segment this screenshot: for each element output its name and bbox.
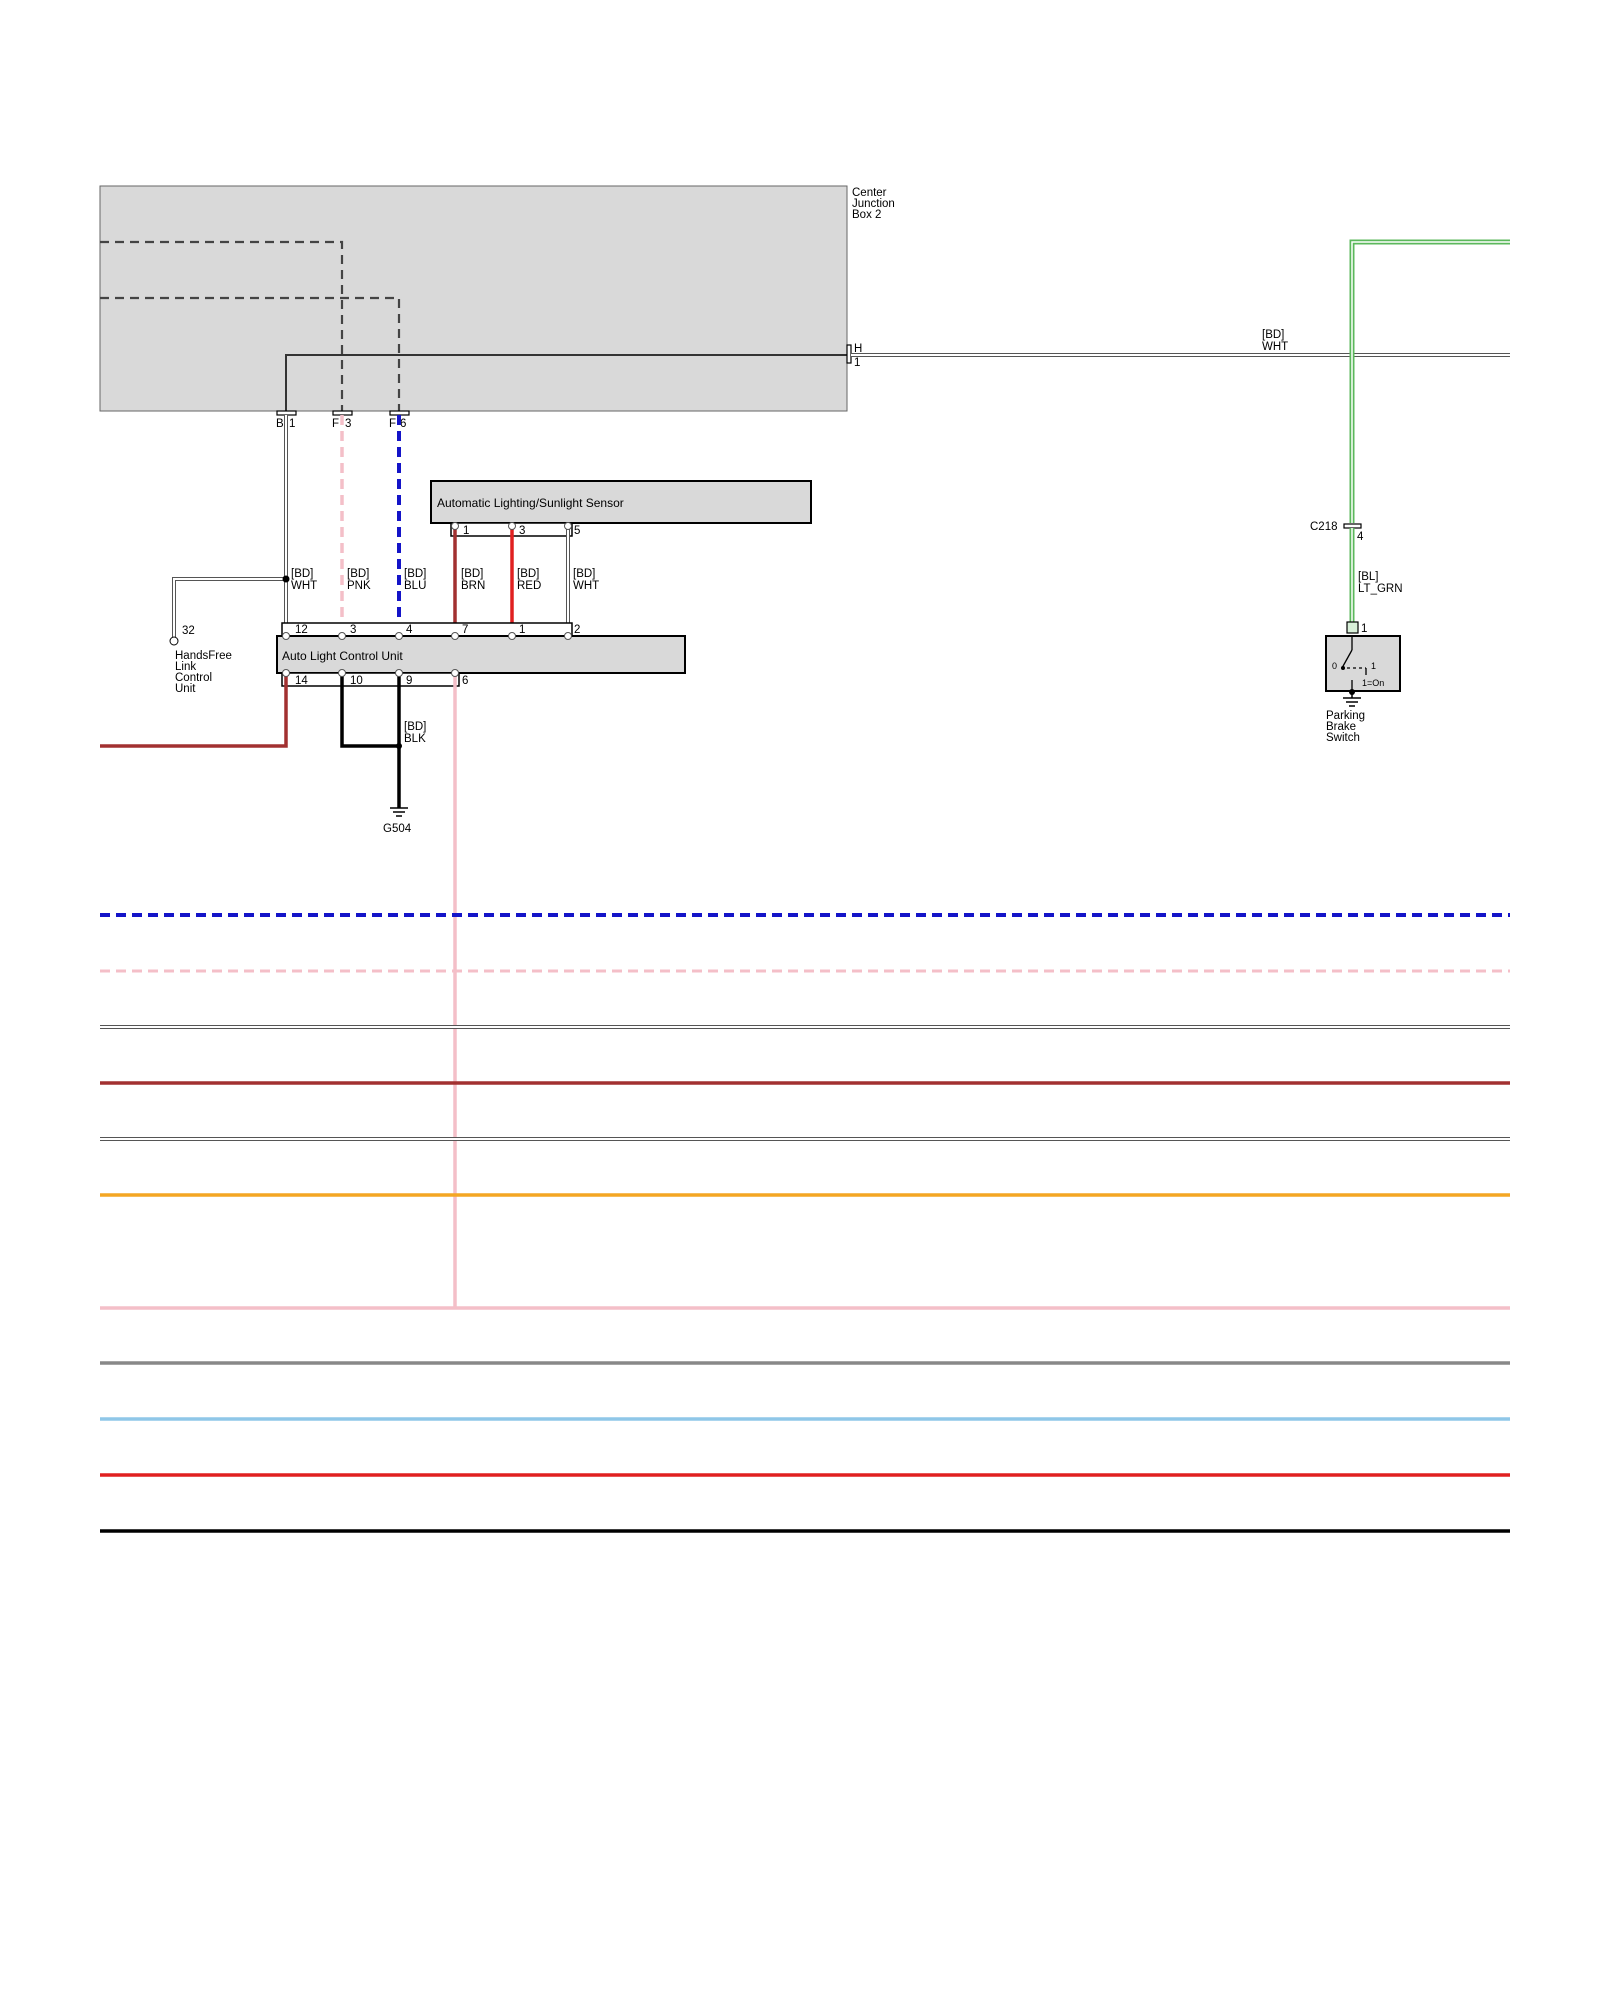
unit-pin-10: 10 xyxy=(350,675,363,687)
sunlight-sensor-box xyxy=(430,480,812,524)
wire-wht2-label-1: [BD] xyxy=(573,568,595,580)
unit-pin-1: 1 xyxy=(519,624,525,636)
ground-symbol xyxy=(390,807,408,817)
c218-connector xyxy=(1343,523,1362,529)
switch-connector xyxy=(1346,621,1359,634)
wire-pin14-brn xyxy=(100,673,288,748)
unit-pin-9: 9 xyxy=(406,675,412,687)
switch-pos-on: 1=On xyxy=(1362,678,1384,688)
sensor-pin-3: 3 xyxy=(519,525,525,537)
wire-wht-label-2: WHT xyxy=(291,580,317,592)
unit-bottom-connector xyxy=(281,672,460,687)
sensor-term-5 xyxy=(564,522,572,530)
wire-ltgrn-inner xyxy=(1351,241,1510,523)
ground-label: G504 xyxy=(383,823,412,835)
wire-blk-label-2: BLK xyxy=(404,733,426,745)
wire-wht-label-1: [BD] xyxy=(291,568,313,580)
c218-label: C218 xyxy=(1310,521,1338,533)
wire-h1-label-2: WHT xyxy=(1262,341,1288,353)
unit-pin-14: 14 xyxy=(295,675,308,687)
parking-brake-label-1: Parking xyxy=(1326,710,1365,722)
wire-blu-label-2: BLU xyxy=(404,580,426,592)
unit-term-6 xyxy=(451,669,459,677)
handsfree-label-1: HandsFree xyxy=(175,650,232,662)
unit-term-3 xyxy=(338,632,346,640)
switch-pin: 1 xyxy=(1361,623,1367,635)
auto-light-control-unit-label: Auto Light Control Unit xyxy=(282,649,403,663)
jb-pin-b-tab xyxy=(276,410,297,416)
wire-brn-label-2: BRN xyxy=(461,580,485,592)
unit-pin-7: 7 xyxy=(462,624,468,636)
switch-pivot xyxy=(1341,666,1345,670)
parking-brake-label-3: Switch xyxy=(1326,732,1360,744)
jb-internal-dashed-2 xyxy=(100,296,401,412)
junction-box-label-1: Center xyxy=(852,187,887,199)
jb-pin-h-num: 1 xyxy=(854,357,860,369)
switch-pos-1: 1 xyxy=(1371,661,1376,671)
handsfree-label-3: Control xyxy=(175,672,212,684)
wire-blu-label-1: [BD] xyxy=(404,568,426,580)
jb-pin-f6-label: F xyxy=(389,418,396,430)
jb-pin-f3-num: 3 xyxy=(345,418,351,430)
unit-pin-12: 12 xyxy=(295,624,308,636)
wire-ltgrn-label-1: [BL] xyxy=(1358,571,1378,583)
wire-h1-label-1: [BD] xyxy=(1262,329,1284,341)
unit-term-9 xyxy=(395,669,403,677)
ground-splice xyxy=(396,743,402,749)
parking-brake-switch-box xyxy=(1325,635,1401,692)
sensor-pin-1: 1 xyxy=(463,525,469,537)
wire-brn-label-1: [BD] xyxy=(461,568,483,580)
unit-term-14 xyxy=(282,669,290,677)
switch-pos-0: 0 xyxy=(1332,661,1337,671)
splice-dot xyxy=(282,575,290,583)
handsfree-label-4: Unit xyxy=(175,683,196,695)
jb-internal-solid xyxy=(285,354,849,412)
unit-pin-6: 6 xyxy=(462,675,468,687)
jb-pin-f3-label: F xyxy=(332,418,339,430)
unit-top-connector xyxy=(281,622,573,637)
wire-blk-label-1: [BD] xyxy=(404,721,426,733)
unit-term-10 xyxy=(338,669,346,677)
jb-pin-h-tab xyxy=(846,344,852,364)
junction-box-label-2: Junction xyxy=(852,198,895,210)
wire-ground-blk xyxy=(340,673,401,808)
handsfree-pin: 32 xyxy=(182,625,195,637)
sensor-term-3 xyxy=(508,522,516,530)
sensor-term-1 xyxy=(451,522,459,530)
wire-pnk-label-1: [BD] xyxy=(347,568,369,580)
wire-ltgrn-outer xyxy=(1349,239,1510,523)
handsfree-terminal xyxy=(169,636,179,646)
auto-light-control-unit-box xyxy=(276,635,686,674)
unit-term-7 xyxy=(451,632,459,640)
jb-pin-b-num: 1 xyxy=(289,418,295,430)
wire-red-label-2: RED xyxy=(517,580,541,592)
unit-term-4 xyxy=(395,632,403,640)
jb-pin-b-label: B xyxy=(276,418,284,430)
unit-term-1 xyxy=(508,632,516,640)
wire-wht2-label-2: WHT xyxy=(573,580,599,592)
jb-pin-f6-tab xyxy=(389,410,410,416)
sunlight-sensor-label: Automatic Lighting/Sunlight Sensor xyxy=(437,496,624,510)
unit-pin-2: 2 xyxy=(574,624,580,636)
sensor-pin-5: 5 xyxy=(574,525,580,537)
jb-internal-dashed-1 xyxy=(100,240,344,412)
switch-ground-dot xyxy=(1349,689,1355,695)
unit-term-12 xyxy=(282,632,290,640)
c218-pin: 4 xyxy=(1357,531,1364,543)
unit-term-2 xyxy=(564,632,572,640)
jb-pin-f3-tab xyxy=(332,410,353,416)
jb-pin-f6-num: 6 xyxy=(400,418,406,430)
handsfree-label-2: Link xyxy=(175,661,196,673)
unit-pin-4: 4 xyxy=(406,624,413,636)
unit-pin-3: 3 xyxy=(350,624,356,636)
wire-handsfree-inner xyxy=(173,578,286,638)
junction-box-label-3: Box 2 xyxy=(852,209,881,221)
parking-brake-label-2: Brake xyxy=(1326,721,1356,733)
wire-ltgrn-label-2: LT_GRN xyxy=(1358,583,1403,595)
wire-pnk-label-2: PNK xyxy=(347,580,371,592)
wire-red-label-1: [BD] xyxy=(517,568,539,580)
jb-pin-h-label: H xyxy=(854,343,862,355)
